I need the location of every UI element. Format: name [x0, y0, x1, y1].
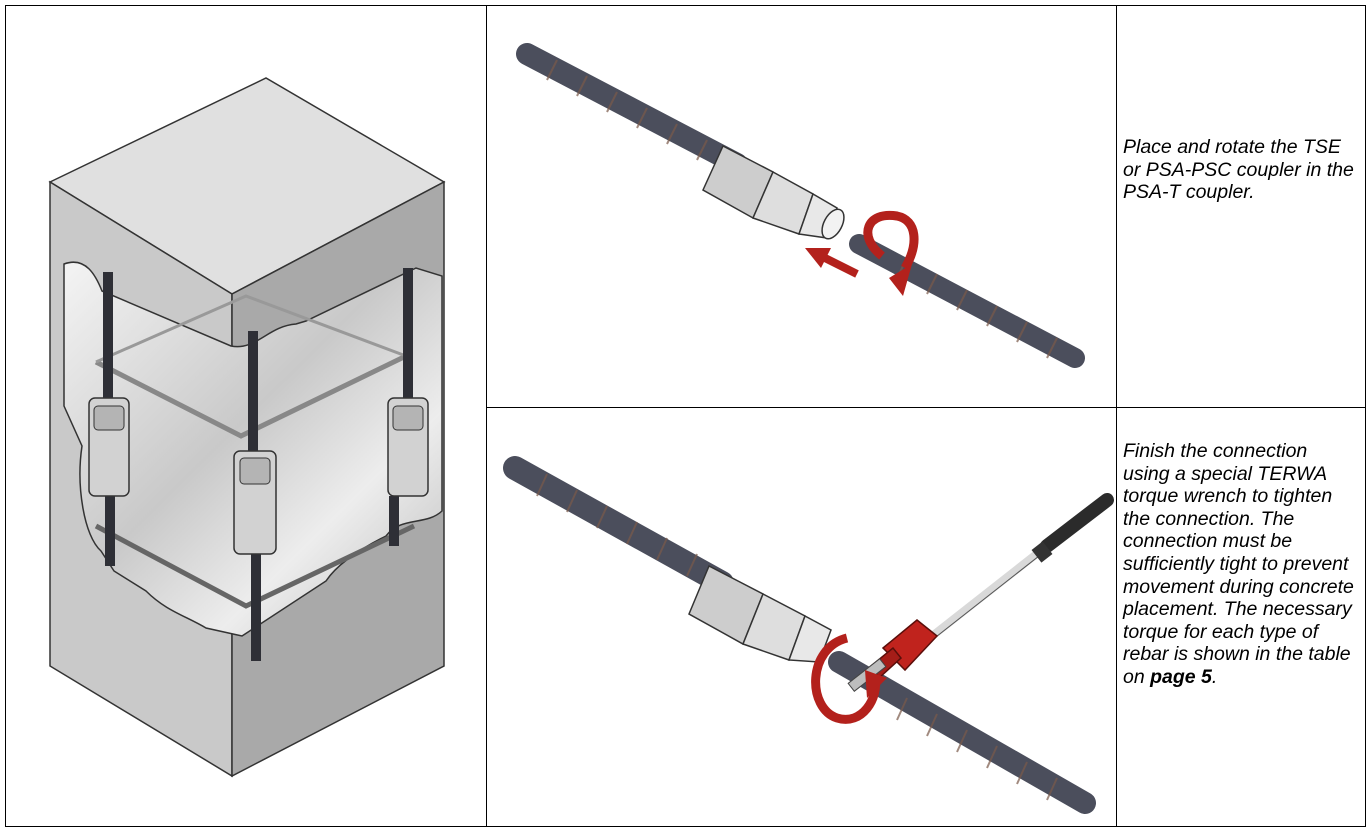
row-divider	[486, 407, 1366, 408]
column-cutaway-drawing	[48, 77, 446, 778]
step-1-caption-text: Place and rotate the TSE or PSA-PSC coup…	[1123, 136, 1354, 204]
step-2-caption: Finish the connection using a special TE…	[1123, 440, 1358, 689]
torque-wrench-drawing	[503, 456, 1114, 814]
step-1-illustration	[487, 6, 1116, 407]
step-2-illustration	[487, 408, 1116, 826]
column-divider-1	[486, 6, 487, 826]
page-reference-link[interactable]: page 5	[1150, 665, 1212, 688]
concrete-column-illustration	[6, 6, 486, 826]
column-divider-2	[1116, 6, 1117, 826]
instruction-table: Place and rotate the TSE or PSA-PSC coup…	[5, 5, 1366, 827]
step-2-caption-end: .	[1211, 665, 1218, 688]
push-arrow-icon	[805, 248, 859, 278]
step-2-caption-text: Finish the connection using a special TE…	[1123, 440, 1354, 688]
rotate-arrow-icon	[811, 633, 887, 724]
step-1-caption: Place and rotate the TSE or PSA-PSC coup…	[1123, 136, 1355, 204]
rotate-arrow-icon	[863, 210, 919, 296]
coupler-insertion-drawing	[516, 43, 1085, 368]
